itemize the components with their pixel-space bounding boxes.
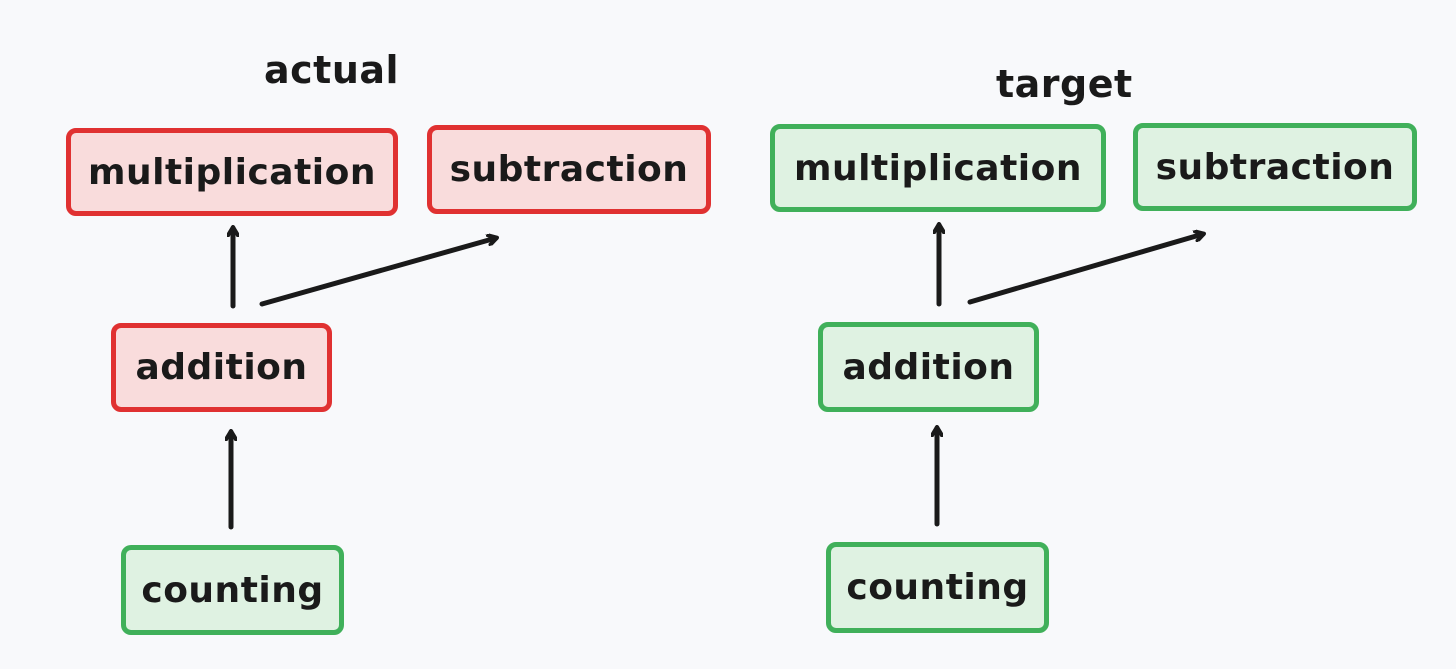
actual-addition-node: addition [111,323,332,412]
target-counting-node: counting [826,542,1049,633]
target-addition-node: addition [818,322,1039,412]
target-multiplication-node: multiplication [770,124,1106,212]
actual-title: actual [264,48,400,92]
target-arrow-addition-to-subtraction [967,234,1203,305]
actual-counting-node: counting [121,545,344,635]
target-title: target [996,62,1133,106]
actual-multiplication-node: multiplication [66,128,398,216]
actual-arrow-addition-to-subtraction [259,238,496,307]
target-subtraction-node: subtraction [1133,123,1417,211]
actual-subtraction-node: subtraction [427,125,711,214]
